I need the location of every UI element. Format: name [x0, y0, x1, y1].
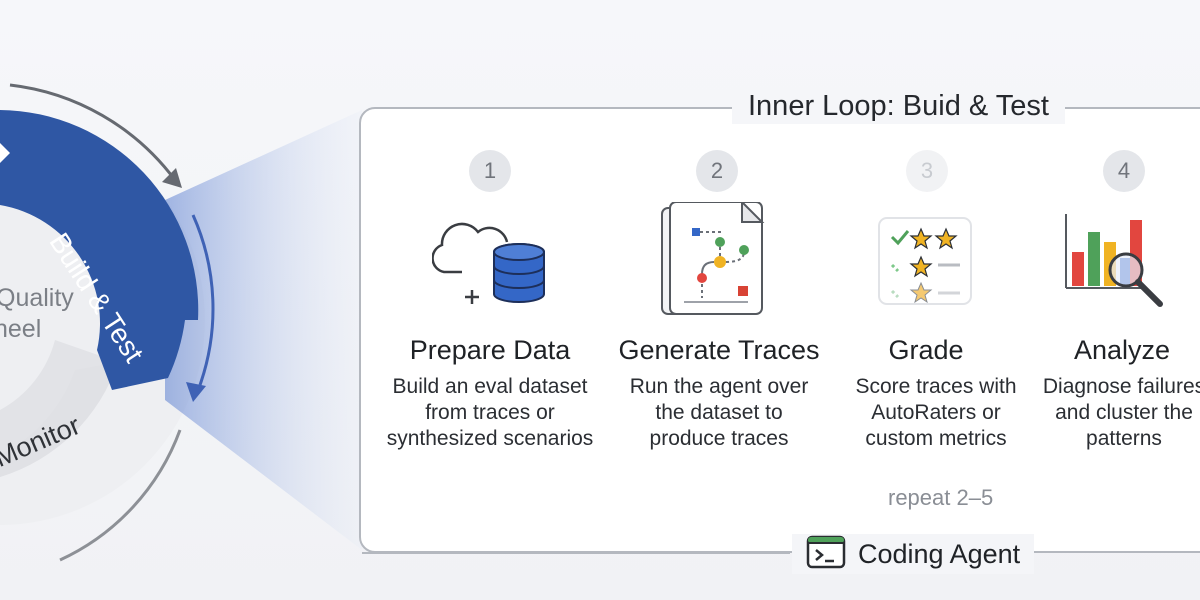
blue-cycle-arrow — [191, 214, 215, 386]
step-2-number: 2 — [696, 150, 738, 192]
star-checklist-icon — [876, 215, 976, 310]
bar-chart-magnifier-icon — [1060, 212, 1180, 312]
repeat-label: repeat 2–5 — [876, 484, 1006, 512]
outer-cycle-arrow — [9, 83, 177, 181]
inner-loop-title: Inner Loop: Buid & Test — [732, 88, 1065, 124]
step-4-description: Diagnose failures and cluster the patter… — [1042, 375, 1200, 450]
step-3-description: Score traces with AutoRaters or custom m… — [855, 375, 1017, 450]
step-2-description: Run the agent over the dataset to produc… — [629, 375, 809, 450]
build-test-segment — [0, 110, 199, 390]
coding-agent-label: Coding Agent — [858, 538, 1021, 569]
coding-agent-tag: Coding Agent — [792, 534, 1035, 574]
step-4-title: Analyze — [1073, 335, 1171, 365]
trace-document-icon — [658, 199, 778, 322]
step-1-title: Prepare Data — [409, 335, 571, 365]
terminal-icon — [806, 535, 846, 574]
step-1-number: 1 — [469, 150, 511, 192]
wheel-center-line-1: Quality — [0, 284, 74, 312]
cloud-database-icon — [431, 212, 552, 307]
step-2-title: Generate Traces — [618, 335, 820, 365]
wheel-center-line-2: neel — [0, 315, 42, 343]
step-1-description: Build an eval dataset from traces or syn… — [386, 375, 594, 450]
step-3-number: 3 — [906, 150, 948, 192]
step-4-number: 4 — [1103, 150, 1145, 192]
step-3-title: Grade — [888, 335, 964, 365]
zoom-beam — [165, 110, 362, 550]
